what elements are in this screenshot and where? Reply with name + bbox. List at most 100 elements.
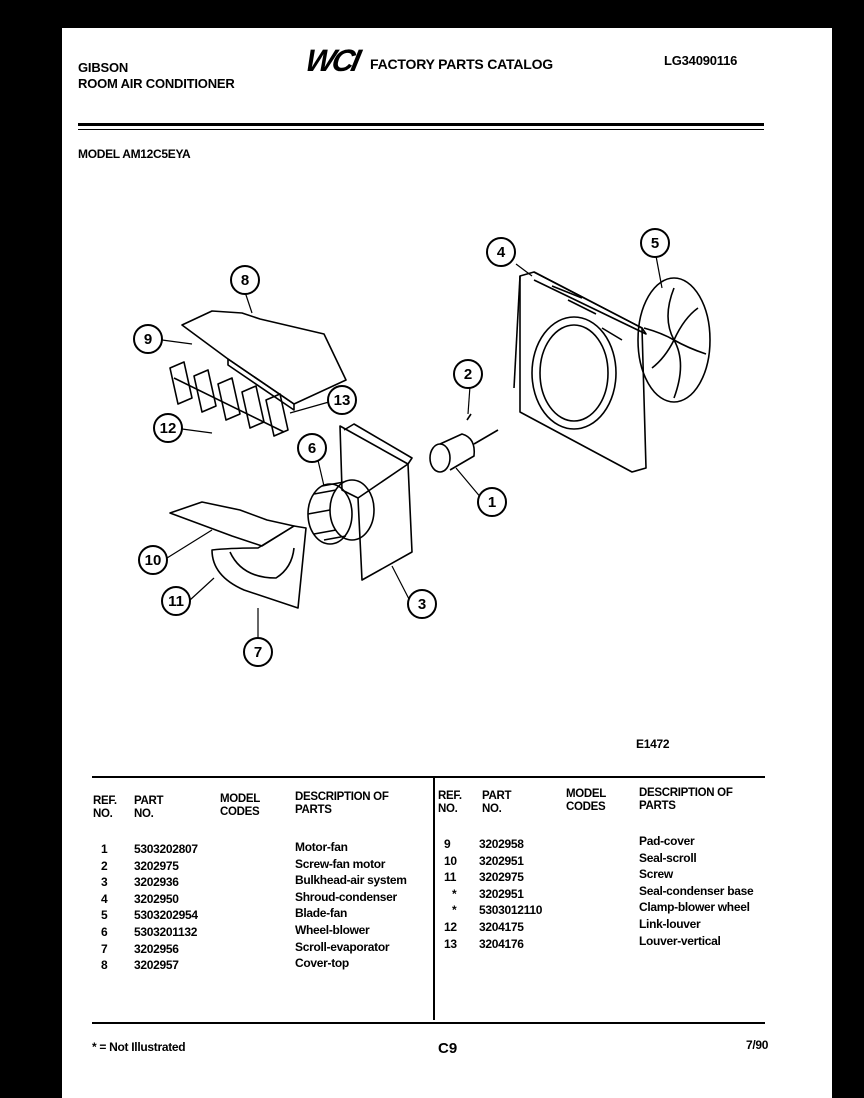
table-cell-desc: Seal-condenser base [639, 883, 754, 898]
table-cell-part: 5303012110 [479, 903, 543, 918]
table-cell-ref: 8 [101, 958, 108, 973]
table-cell-desc: Motor-fan [295, 840, 348, 854]
part-motor-fan [429, 429, 499, 473]
svg-text:9: 9 [144, 331, 152, 348]
svg-text:10: 10 [145, 552, 162, 569]
callout-7: 7 [243, 637, 273, 667]
right-part-column: 3202958 3202951 3202975 3202951 53030121… [479, 836, 542, 952]
callout-3: 3 [407, 589, 437, 619]
revision-date: 7/90 [746, 1038, 769, 1052]
svg-text:4: 4 [497, 244, 506, 261]
table-cell-desc: Wheel-blower [295, 922, 370, 937]
header-description-right: DESCRIPTION OF PARTS [639, 787, 733, 812]
table-cell-ref: 11 [444, 870, 457, 885]
svg-text:8: 8 [241, 272, 249, 289]
table-cell-ref: 4 [101, 891, 108, 906]
table-bottom-rule [92, 1022, 765, 1024]
callout-2: 2 [453, 359, 483, 389]
svg-text:7: 7 [254, 644, 262, 661]
header-part-no-right: PART NO. [482, 790, 512, 815]
left-part-column: 5303202807 3202975 3202936 3202950 53032… [134, 841, 198, 974]
table-cell-ref: 1 [101, 842, 108, 856]
svg-text:11: 11 [168, 593, 184, 610]
table-center-divider [433, 778, 435, 1020]
table-cell-desc: Link-louver [639, 916, 701, 931]
table-cell-ref: 6 [101, 924, 108, 939]
table-cell-ref: * [452, 903, 457, 918]
table-cell-part: 3202956 [134, 941, 179, 956]
callout-8: 8 [230, 265, 260, 295]
table-cell-part: 3202951 [479, 853, 524, 868]
table-cell-part: 5303202807 [134, 842, 198, 856]
part-seal-scroll [169, 501, 295, 547]
table-cell-ref: 7 [101, 941, 108, 956]
table-cell-desc: Screw [639, 867, 673, 882]
table-cell-desc: Cover-top [295, 956, 349, 971]
table-cell-ref: 9 [444, 837, 451, 851]
model-label: MODEL AM12C5EYA [78, 147, 191, 161]
header-rule [78, 123, 764, 126]
table-cell-ref: * [452, 886, 457, 901]
table-cell-ref: 12 [444, 919, 457, 934]
svg-text:1: 1 [488, 494, 496, 511]
callout-12: 12 [153, 413, 183, 443]
table-cell-part: 3202975 [134, 858, 179, 873]
header-rule-thin [78, 129, 764, 130]
brand-name: GIBSON [78, 60, 129, 75]
right-ref-column: 9 10 11 * * 12 13 [444, 836, 457, 952]
part-link-louver [169, 361, 289, 437]
part-screw-fan-motor [466, 413, 472, 421]
catalog-number: LG34090116 [664, 53, 738, 68]
callout-10: 10 [138, 545, 168, 575]
figure-code: E1472 [636, 737, 670, 751]
header-ref-no: REF. NO. [93, 795, 117, 820]
table-cell-part: 3202975 [479, 870, 524, 885]
table-cell-ref: 5 [101, 908, 108, 923]
header-ref-no-right: REF. NO. [438, 790, 462, 815]
table-cell-part: 3202951 [479, 886, 524, 901]
table-cell-desc: Bulkhead-air system [295, 873, 407, 888]
part-shroud-condenser [513, 271, 647, 473]
header-description: DESCRIPTION OF PARTS [295, 791, 389, 816]
table-cell-desc: Screw-fan motor [295, 856, 386, 871]
header-model-codes-right: MODEL CODES [566, 788, 606, 813]
catalog-page: GIBSON ROOM AIR CONDITIONER WCI FACTORY … [62, 28, 832, 1098]
svg-text:5: 5 [651, 235, 659, 252]
table-cell-part: 3202950 [134, 891, 179, 906]
header-part-no: PART NO. [134, 795, 164, 820]
part-blade-fan [637, 277, 711, 403]
table-cell-part: 5303202954 [134, 908, 198, 923]
catalog-title: FACTORY PARTS CATALOG [370, 56, 553, 72]
page-number: C9 [438, 1040, 458, 1057]
left-desc-column: Motor-fan Screw-fan motor Bulkhead-air s… [295, 839, 407, 972]
table-cell-desc: Seal-scroll [639, 850, 697, 865]
table-cell-part: 3204175 [479, 919, 524, 934]
table-cell-part: 3202936 [134, 875, 179, 890]
table-cell-part: 3202957 [134, 958, 179, 973]
right-desc-column: Pad-cover Seal-scroll Screw Seal-condens… [639, 833, 754, 949]
table-cell-ref: 13 [444, 936, 457, 951]
callout-5: 5 [640, 228, 670, 258]
header-model-codes: MODEL CODES [220, 793, 260, 818]
part-pad-cover [227, 358, 295, 411]
table-cell-desc: Blade-fan [295, 906, 347, 921]
callout-4: 4 [486, 237, 516, 267]
table-cell-desc: Pad-cover [639, 834, 695, 848]
callout-6: 6 [297, 433, 327, 463]
svg-text:3: 3 [418, 596, 426, 613]
callout-group: 8 9 13 12 2 1 6 3 10 11 7 4 5 [133, 228, 670, 667]
callout-1: 1 [477, 487, 507, 517]
exploded-parts-diagram: 8 9 13 12 2 1 6 3 10 11 7 4 5 [133, 228, 711, 667]
table-cell-part: 3204176 [479, 936, 524, 951]
callout-9: 9 [133, 324, 163, 354]
svg-text:12: 12 [160, 420, 177, 437]
product-name: ROOM AIR CONDITIONER [78, 76, 235, 91]
part-scroll-evaporator [211, 525, 307, 609]
table-top-rule [92, 776, 765, 778]
svg-text:13: 13 [334, 392, 351, 409]
table-cell-ref: 3 [101, 875, 108, 890]
svg-text:6: 6 [308, 440, 316, 457]
left-ref-column: 1 2 3 4 5 6 7 8 [101, 841, 108, 974]
table-cell-ref: 2 [101, 858, 108, 873]
table-cell-ref: 10 [444, 853, 457, 868]
